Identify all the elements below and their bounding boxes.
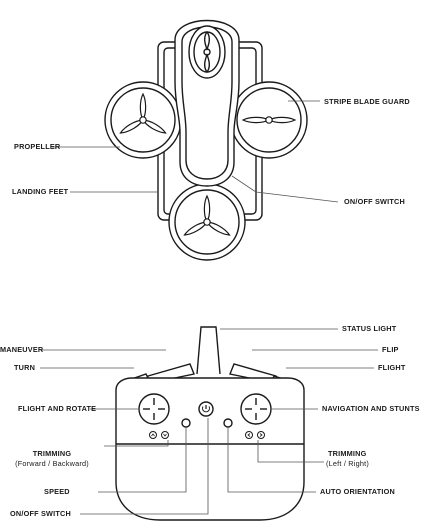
controller-figure — [115, 326, 305, 521]
label-status-light: STATUS LIGHT — [342, 324, 397, 333]
label-drone-on-off-switch: ON/OFF SWITCH — [344, 197, 405, 206]
label-auto-orientation: AUTO ORIENTATION — [320, 487, 395, 496]
rotor-bottom — [168, 183, 246, 261]
label-controller-on-off-switch: ON/OFF SWITCH — [10, 509, 71, 518]
label-trimming-right: TRIMMING — [328, 449, 367, 458]
antenna — [196, 326, 221, 375]
label-turn: TURN — [14, 363, 36, 372]
label-flight-and-rotate: FLIGHT AND ROTATE — [18, 404, 97, 413]
label-speed: SPEED — [44, 487, 70, 496]
label-trimming-left-sub: (Forward / Backward) — [15, 459, 89, 468]
rotor-right — [230, 81, 308, 159]
label-landing-feet: LANDING FEET — [12, 187, 69, 196]
label-trimming-left: TRIMMING — [32, 449, 72, 458]
drone-body — [174, 19, 240, 187]
label-navigation-and-stunts: NAVIGATION AND STUNTS — [322, 404, 420, 413]
label-maneuver: MANEUVER — [0, 345, 44, 354]
rotor-left — [104, 81, 182, 159]
label-flip: FLIP — [382, 345, 399, 354]
label-stripe-blade-guard: STRIPE BLADE GUARD — [324, 97, 410, 106]
trim-glyphs — [151, 433, 263, 437]
drone-figure — [104, 19, 308, 261]
controller-leaders — [40, 328, 378, 515]
drone-leaders — [52, 100, 339, 203]
label-flight: FLIGHT — [378, 363, 406, 372]
label-trimming-right-sub: (Left / Right) — [326, 459, 369, 468]
label-propeller: PROPELLER — [14, 142, 61, 151]
